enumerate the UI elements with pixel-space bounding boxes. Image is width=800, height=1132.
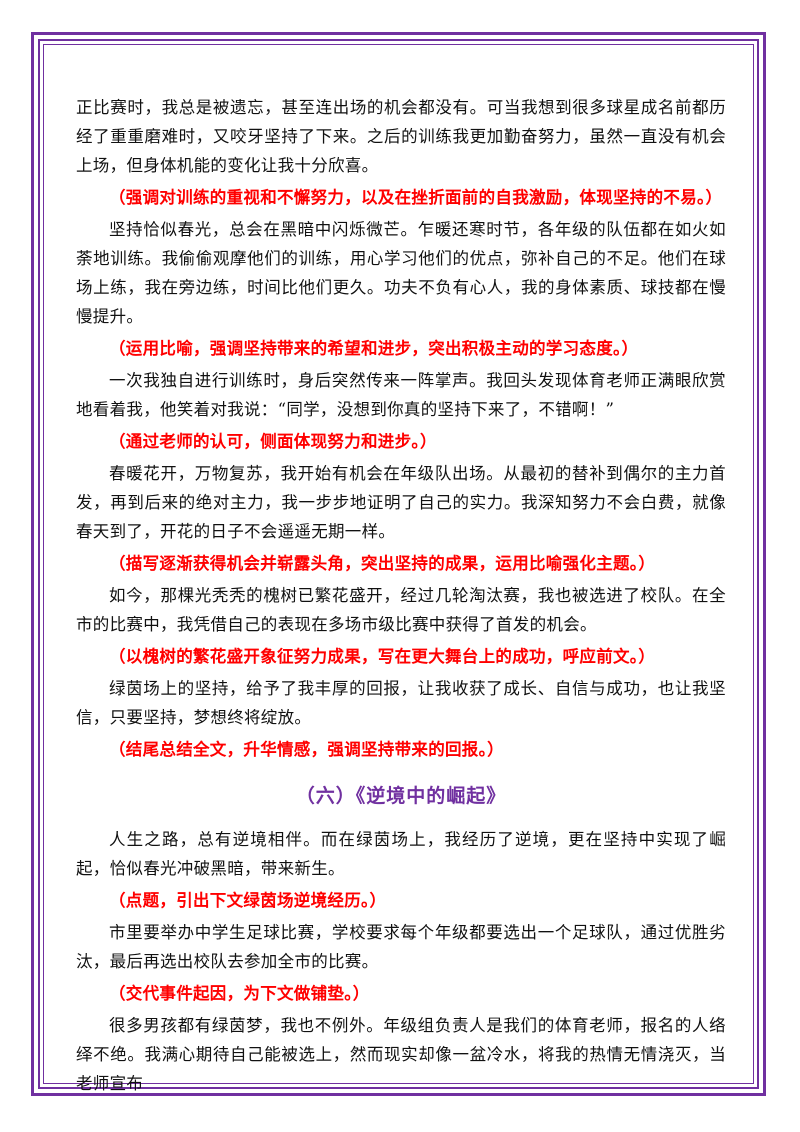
paragraph: 绿茵场上的坚持，给予了我丰厚的回报，让我收获了成长、自信与成功，也让我坚信，只要… [76,679,726,727]
annotation-note: （通过老师的认可，侧面体现努力和进步。） [109,432,437,451]
annotation-note: （以槐树的繁花盛开象征努力成果，写在更大舞台上的成功，呼应前文。） [109,647,656,666]
paragraph: 很多男孩都有绿茵梦，我也不例外。年级组负责人是我们的体育老师，报名的人络绎不绝。… [76,1016,726,1093]
annotation-note: （结尾总结全文，升华情感，强调坚持带来的回报。） [109,740,504,759]
page-border-outer [31,32,766,1096]
document-body: 正比赛时，我总是被遗忘，甚至连出场的机会都没有。可当我想到很多球星成名前都历经了… [76,93,726,1098]
page-border-middle [38,39,759,1089]
page-border-inner [43,44,754,1084]
paragraph: 正比赛时，我总是被遗忘，甚至连出场的机会都没有。可当我想到很多球星成名前都历经了… [76,98,726,175]
annotation-note: （描写逐渐获得机会并崭露头角，突出坚持的成果，运用比喻强化主题。） [109,554,656,573]
annotation-note: （点题，引出下文绿茵场逆境经历。） [109,891,387,910]
paragraph: 市里要举办中学生足球比赛，学校要求每个年级都要选出一个足球队，通过优胜劣汰，最后… [76,923,726,971]
paragraph: 人生之路，总有逆境相伴。而在绿茵场上，我经历了逆境，更在坚持中实现了崛起，恰似春… [76,830,726,878]
annotation-note: （强调对训练的重视和不懈努力，以及在挫折面前的自我激励，体现坚持的不易。） [109,188,723,207]
paragraph: 一次我独自进行训练时，身后突然传来一阵掌声。我回头发现体育老师正满眼欣赏地看着我… [76,371,726,419]
paragraph: 如今，那棵光秃秃的槐树已繁花盛开，经过几轮淘汰赛，我也被选进了校队。在全市的比赛… [76,586,726,634]
paragraph: 坚持恰似春光，总会在黑暗中闪烁微芒。乍暖还寒时节，各年级的队伍都在如火如荼地训练… [76,220,726,326]
annotation-note: （交代事件起因，为下文做铺垫。） [109,984,370,1003]
annotation-note: （运用比喻，强调坚持带来的希望和进步，突出积极主动的学习态度。） [109,339,639,358]
paragraph: 春暖花开，万物复苏，我开始有机会在年级队出场。从最初的替补到偶尔的主力首发，再到… [76,464,726,541]
section-title: （六）《逆境中的崛起》 [295,785,507,807]
